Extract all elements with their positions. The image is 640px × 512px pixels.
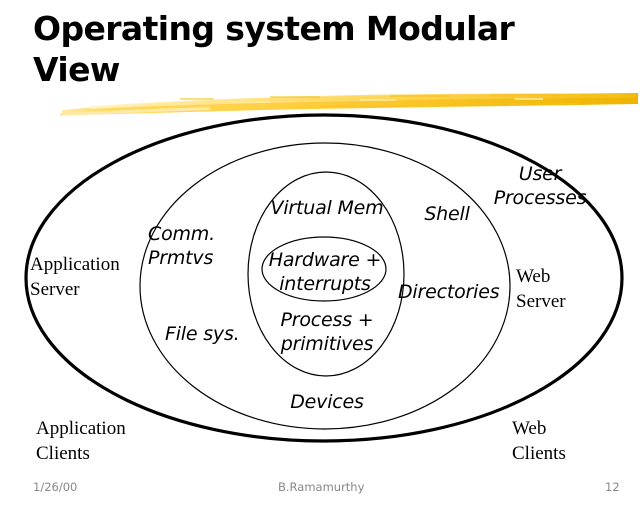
label-application-server: Application Server bbox=[30, 254, 120, 300]
label-file-sys: File sys. bbox=[165, 323, 240, 345]
ellipse-ring-1 bbox=[24, 113, 624, 443]
label-web-server: Web Server bbox=[516, 266, 566, 312]
footer-page-number: 12 bbox=[605, 480, 620, 494]
ellipse-ring-3 bbox=[247, 171, 405, 377]
footer-author: B.Ramamurthy bbox=[278, 480, 365, 494]
label-devices: Devices bbox=[290, 391, 364, 413]
label-application-clients: Application Clients bbox=[36, 418, 126, 464]
label-virtual-mem: Virtual Mem bbox=[270, 197, 384, 219]
footer-date: 1/26/00 bbox=[33, 480, 78, 494]
concentric-ellipses bbox=[24, 113, 624, 443]
label-user-processes: User Processes bbox=[493, 163, 587, 209]
modular-view-diagram: Virtual Mem Comm. Prmtvs Hardware + inte… bbox=[0, 100, 640, 464]
label-comm-prmtvs: Comm. Prmtvs bbox=[148, 223, 215, 269]
label-shell: Shell bbox=[424, 203, 470, 225]
slide-footer: 1/26/00 B.Ramamurthy 12 bbox=[0, 480, 640, 502]
label-hardware-interrupts: Hardware + interrupts bbox=[268, 249, 382, 295]
label-web-clients: Web Clients bbox=[512, 418, 566, 464]
label-directories: Directories bbox=[398, 281, 500, 303]
ellipse-ring-4 bbox=[261, 236, 387, 302]
page-title: Operating system Modular View bbox=[33, 9, 515, 89]
ellipse-ring-2 bbox=[139, 142, 511, 430]
label-process-primitives: Process + primitives bbox=[280, 309, 374, 355]
